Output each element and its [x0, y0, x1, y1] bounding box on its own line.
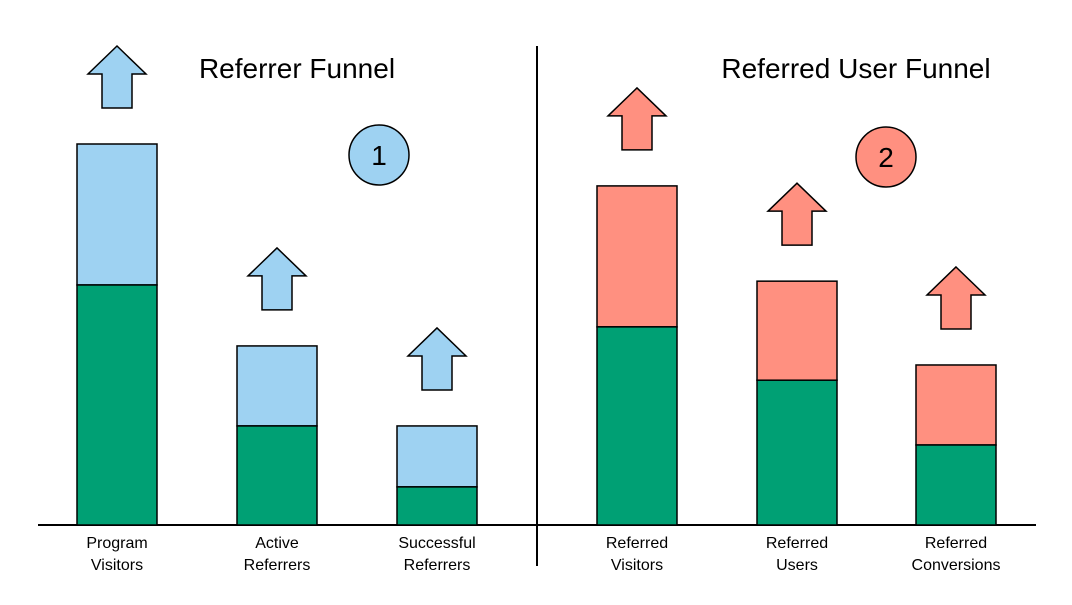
left-bar-3-label-line2: Referrers	[404, 557, 471, 574]
left-bar-3-up-arrow-icon	[406, 326, 468, 391]
right-bar-1-lower-segment	[596, 326, 678, 526]
left-bar-3-lower-segment	[396, 486, 478, 526]
right-bar-3-lower-segment	[915, 444, 997, 526]
left-step-badge: 1	[348, 124, 410, 186]
right-panel-title: Referred User Funnel	[721, 53, 990, 84]
right-step-badge: 2	[855, 126, 917, 188]
left-panel-title: Referrer Funnel	[199, 53, 395, 84]
right-bar-3-up-arrow-icon	[925, 265, 987, 330]
left-bar-2-label-line2: Referrers	[244, 557, 311, 574]
left-bar-2-upper-segment	[236, 345, 318, 427]
left-bar-1-up-arrow-icon	[86, 44, 148, 109]
right-bar-2-upper-segment	[756, 280, 838, 381]
left-bar-3-upper-segment	[396, 425, 478, 488]
right-bar-1-up-arrow-icon	[606, 86, 668, 151]
right-bar-2-up-arrow-icon	[766, 182, 828, 246]
right-bar-1-label-line1: Referred	[606, 535, 668, 552]
left-bar-2-lower-segment	[236, 425, 318, 526]
left-bar-1-label-line2: Visitors	[91, 557, 143, 574]
left-bar-2-up-arrow-icon	[246, 246, 308, 311]
right-step-number: 2	[878, 142, 894, 173]
right-bar-2-lower-segment	[756, 379, 838, 526]
right-bar-3-label-line2: Conversions	[912, 557, 1001, 574]
right-bar-3-label-line1: Referred	[925, 535, 987, 552]
right-bar-1-upper-segment	[596, 185, 678, 328]
right-bar-1-label-line2: Visitors	[611, 557, 663, 574]
left-step-number: 1	[371, 140, 387, 171]
left-bar-1-label-line1: Program	[86, 535, 147, 552]
left-bar-1-lower-segment	[76, 284, 158, 526]
left-bar-1-upper-segment	[76, 143, 158, 286]
right-bar-2-label-line2: Users	[776, 557, 818, 574]
right-bar-2-label-line1: Referred	[766, 535, 828, 552]
left-bar-2-label-line1: Active	[255, 535, 299, 552]
right-bar-3-upper-segment	[915, 364, 997, 446]
left-bar-3-label-line1: Successful	[398, 535, 475, 552]
